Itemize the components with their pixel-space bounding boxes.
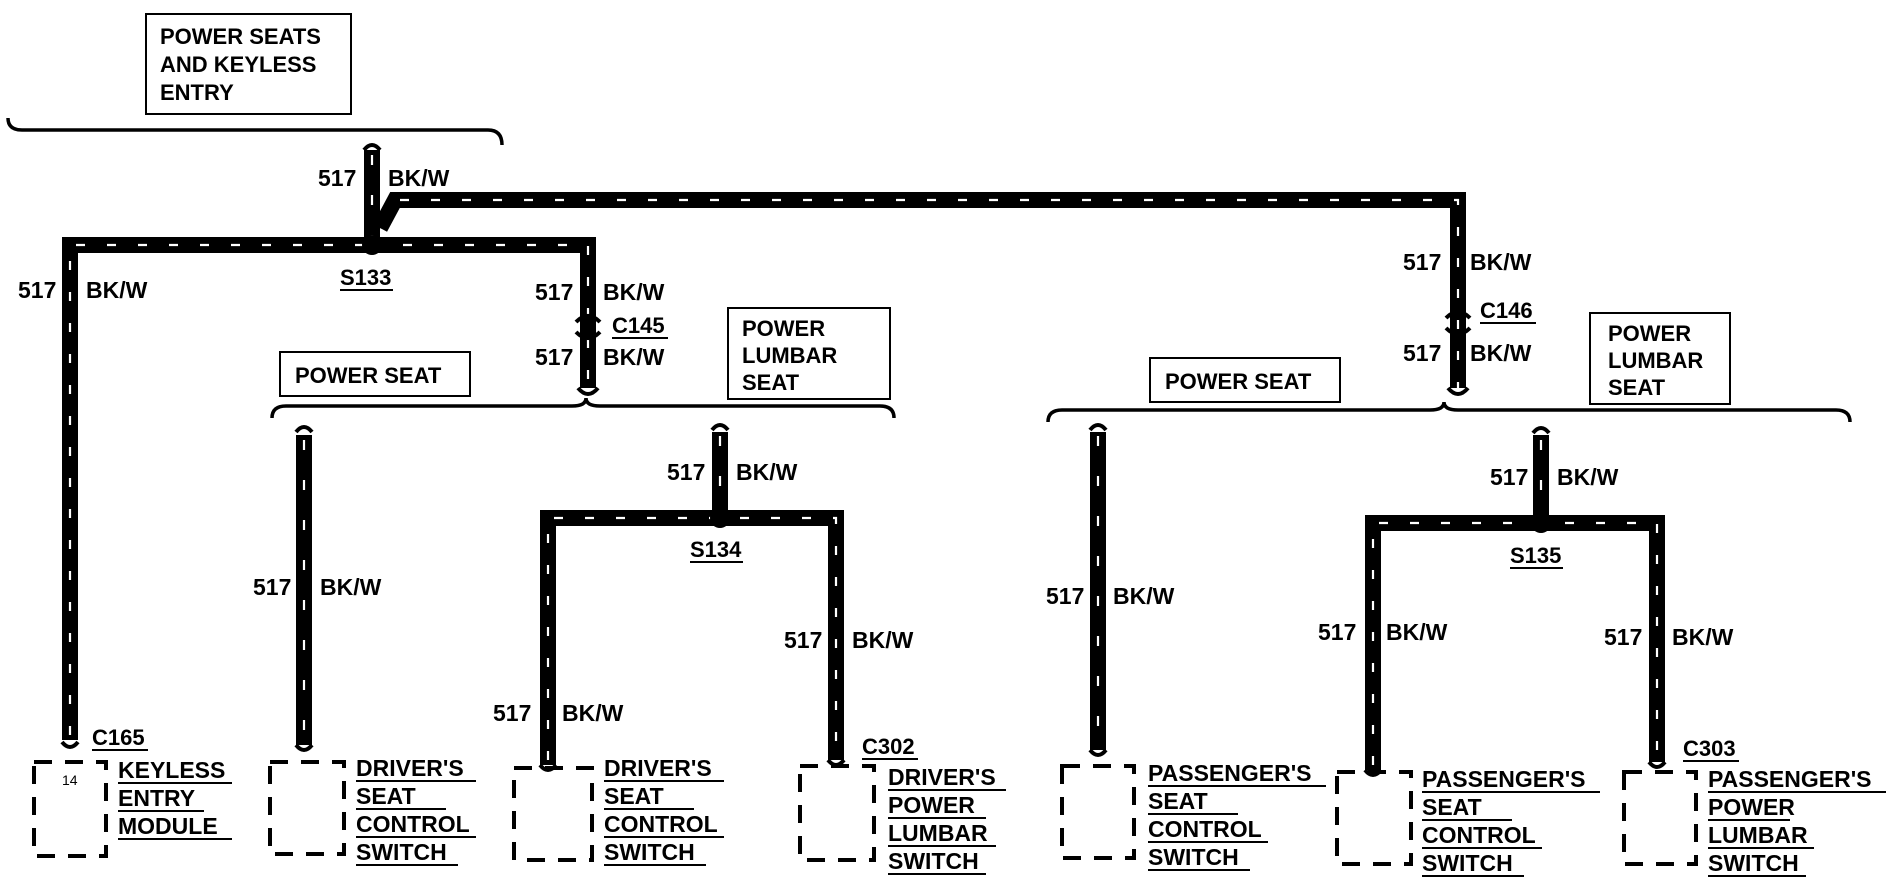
svg-text:BK/W: BK/W <box>736 459 798 485</box>
svg-text:BK/W: BK/W <box>86 277 148 303</box>
svg-text:POWER: POWER <box>888 792 975 818</box>
svg-text:LUMBAR: LUMBAR <box>888 820 988 846</box>
svg-text:BK/W: BK/W <box>603 279 665 305</box>
svg-text:POWER SEAT: POWER SEAT <box>295 363 442 388</box>
component-passengers-power-lumbar-switch: PASSENGER'S POWER LUMBAR SWITCH <box>1622 766 1886 877</box>
svg-text:PASSENGER'S: PASSENGER'S <box>1708 766 1872 792</box>
svg-text:SEAT: SEAT <box>604 783 664 809</box>
svg-text:BK/W: BK/W <box>1470 340 1532 366</box>
tag-power-lumbar-seat-right: POWER LUMBAR SEAT <box>1589 312 1731 405</box>
svg-text:517: 517 <box>535 344 573 370</box>
svg-text:517: 517 <box>1490 464 1528 490</box>
svg-text:DRIVER'S: DRIVER'S <box>604 755 712 781</box>
tag-power-seats-keyless-entry: POWER SEATS AND KEYLESS ENTRY <box>145 13 352 115</box>
splice-s135-label: S135 <box>1510 543 1561 568</box>
svg-text:SEAT: SEAT <box>356 783 416 809</box>
svg-text:CONTROL: CONTROL <box>1422 822 1536 848</box>
svg-text:BK/W: BK/W <box>320 574 382 600</box>
svg-text:POWER: POWER <box>742 316 825 341</box>
svg-text:BK/W: BK/W <box>1672 624 1734 650</box>
svg-text:517: 517 <box>318 165 356 191</box>
svg-text:POWER: POWER <box>1708 794 1795 820</box>
svg-text:517: 517 <box>667 459 705 485</box>
inline-connector-c146-symbol <box>1444 310 1472 336</box>
splice-s134-dot <box>710 508 730 528</box>
svg-text:LUMBAR: LUMBAR <box>1708 822 1808 848</box>
component-keyless-entry-module: 14 KEYLESS ENTRY MODULE <box>32 757 232 858</box>
connector-c165-label: C165 <box>92 725 145 750</box>
svg-text:SEAT: SEAT <box>1148 788 1208 814</box>
connector-c145-label: C145 <box>612 313 665 338</box>
component-drivers-seat-control-switch-1: DRIVER'S SEAT CONTROL SWITCH <box>268 755 476 866</box>
svg-text:BK/W: BK/W <box>562 700 624 726</box>
svg-text:SWITCH: SWITCH <box>888 848 979 874</box>
svg-text:PASSENGER'S: PASSENGER'S <box>1422 766 1586 792</box>
svg-text:KEYLESS: KEYLESS <box>118 757 225 783</box>
svg-text:BK/W: BK/W <box>1113 583 1175 609</box>
svg-text:517: 517 <box>1403 249 1441 275</box>
harness-brace-top <box>6 117 504 146</box>
svg-text:SEAT: SEAT <box>1608 375 1666 400</box>
harness-brace-left <box>270 397 896 419</box>
component-drivers-seat-control-switch-2: DRIVER'S SEAT CONTROL SWITCH <box>512 755 724 866</box>
tag-power-seat-left: POWER SEAT <box>279 351 471 397</box>
svg-text:CONTROL: CONTROL <box>604 811 718 837</box>
svg-text:POWER SEATS: POWER SEATS <box>160 24 321 49</box>
splice-s133-dot <box>362 235 382 255</box>
svg-text:517: 517 <box>1046 583 1084 609</box>
svg-text:LUMBAR: LUMBAR <box>1608 348 1703 373</box>
splice-s135-dot <box>1531 513 1551 533</box>
svg-text:AND KEYLESS: AND KEYLESS <box>160 52 316 77</box>
svg-text:517: 517 <box>1318 619 1356 645</box>
svg-text:SEAT: SEAT <box>742 370 800 395</box>
splice-s133-label: S133 <box>340 265 391 290</box>
pin-14-label: 14 <box>62 772 78 788</box>
svg-text:517: 517 <box>253 574 291 600</box>
svg-text:BK/W: BK/W <box>1557 464 1619 490</box>
harness-brace-right <box>1046 401 1852 423</box>
svg-text:SWITCH: SWITCH <box>1148 844 1239 870</box>
tag-power-lumbar-seat-left: POWER LUMBAR SEAT <box>727 307 891 400</box>
inline-connector-c145-symbol <box>574 314 602 340</box>
connector-c302-label: C302 <box>862 734 915 759</box>
wires <box>62 150 1665 770</box>
svg-text:POWER SEAT: POWER SEAT <box>1165 369 1312 394</box>
component-passengers-seat-control-switch-1: PASSENGER'S SEAT CONTROL SWITCH <box>1060 760 1326 871</box>
svg-text:SWITCH: SWITCH <box>1422 850 1513 876</box>
svg-text:517: 517 <box>1403 340 1441 366</box>
svg-text:BK/W: BK/W <box>603 344 665 370</box>
svg-text:SWITCH: SWITCH <box>1708 850 1799 876</box>
svg-text:SEAT: SEAT <box>1422 794 1482 820</box>
component-drivers-power-lumbar-switch: DRIVER'S POWER LUMBAR SWITCH <box>798 764 1006 875</box>
svg-text:BK/W: BK/W <box>852 627 914 653</box>
wire-end-hooks <box>294 143 1551 435</box>
svg-text:ENTRY: ENTRY <box>118 785 195 811</box>
svg-text:LUMBAR: LUMBAR <box>742 343 837 368</box>
svg-text:CONTROL: CONTROL <box>356 811 470 837</box>
svg-text:517: 517 <box>1604 624 1642 650</box>
wire-labels: 517 BK/W 517 BK/W 517 BK/W 517 BK/W 517 … <box>18 165 1734 726</box>
tag-power-seat-right: POWER SEAT <box>1149 357 1341 403</box>
svg-text:517: 517 <box>493 700 531 726</box>
svg-text:SWITCH: SWITCH <box>356 839 447 865</box>
svg-text:517: 517 <box>784 627 822 653</box>
svg-text:PASSENGER'S: PASSENGER'S <box>1148 760 1312 786</box>
component-passengers-seat-control-switch-2: PASSENGER'S SEAT CONTROL SWITCH <box>1335 766 1600 877</box>
svg-text:BK/W: BK/W <box>1386 619 1448 645</box>
svg-text:ENTRY: ENTRY <box>160 80 234 105</box>
svg-text:SWITCH: SWITCH <box>604 839 695 865</box>
svg-text:MODULE: MODULE <box>118 813 218 839</box>
svg-text:BK/W: BK/W <box>1470 249 1532 275</box>
svg-text:517: 517 <box>535 279 573 305</box>
connector-c303-label: C303 <box>1683 736 1736 761</box>
svg-text:CONTROL: CONTROL <box>1148 816 1262 842</box>
svg-text:DRIVER'S: DRIVER'S <box>356 755 464 781</box>
svg-text:POWER: POWER <box>1608 321 1691 346</box>
splice-s134-label: S134 <box>690 537 742 562</box>
connector-c146-label: C146 <box>1480 298 1533 323</box>
svg-text:DRIVER'S: DRIVER'S <box>888 764 996 790</box>
svg-text:517: 517 <box>18 277 56 303</box>
svg-text:BK/W: BK/W <box>388 165 450 191</box>
